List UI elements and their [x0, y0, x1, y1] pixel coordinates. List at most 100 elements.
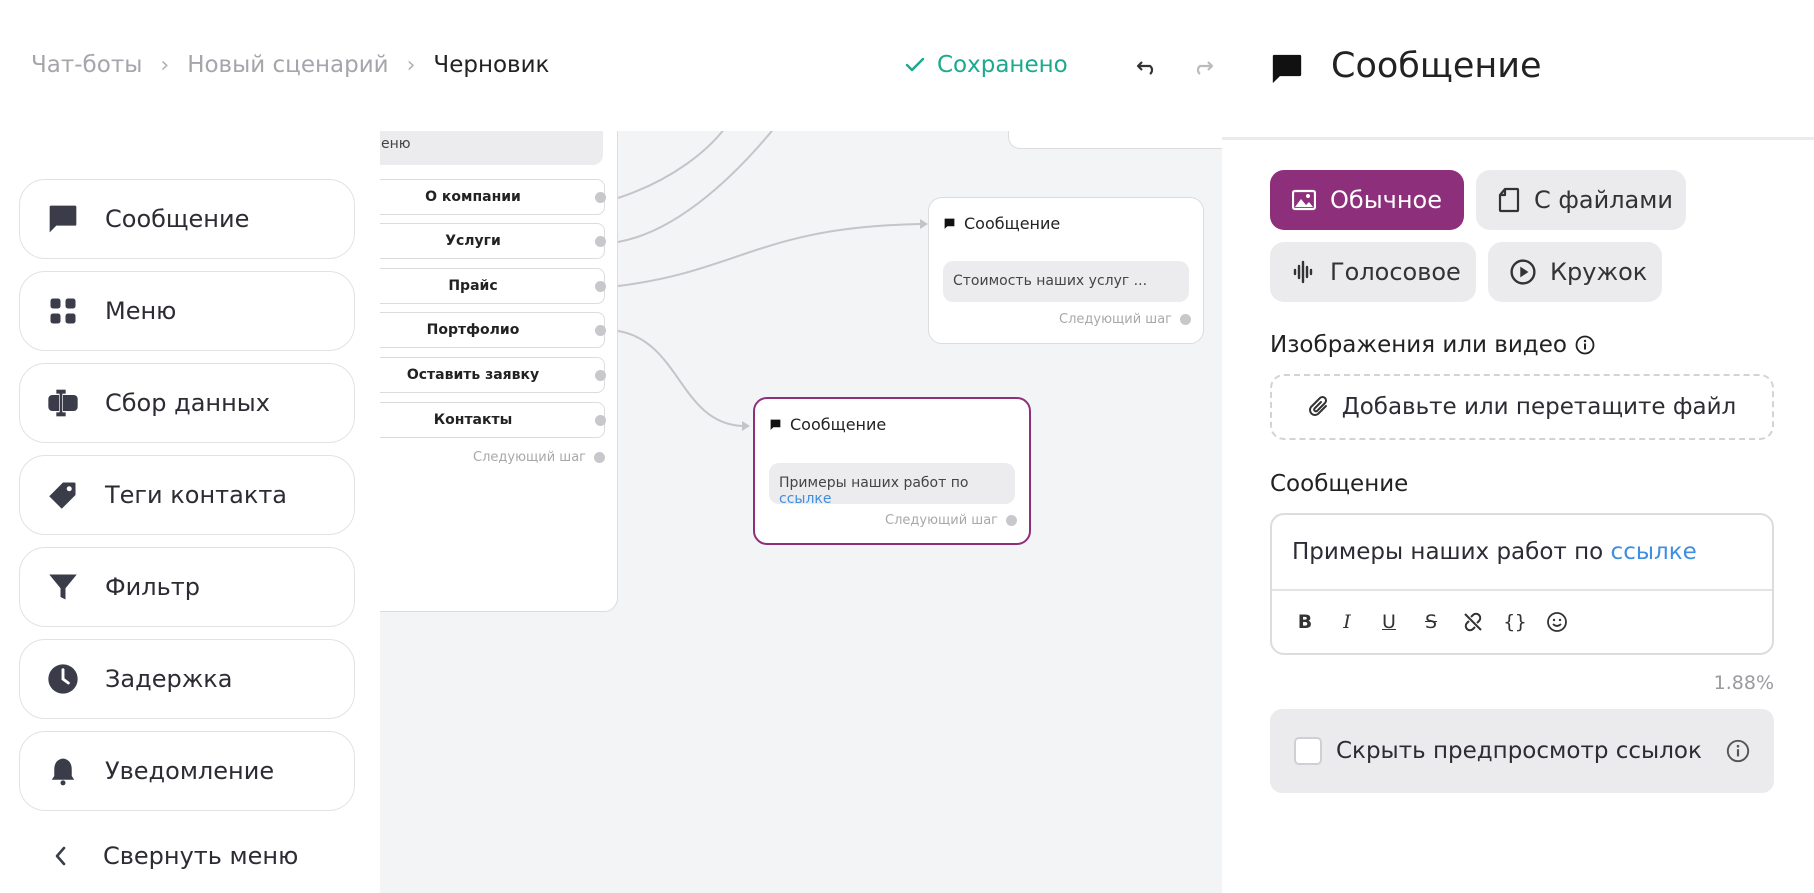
type-regular-button[interactable]: Обычное	[1270, 170, 1464, 230]
message-node-text: Стоимость наших услуг ...	[943, 261, 1189, 302]
message-node-price[interactable]: Сообщение Стоимость наших услуг ... След…	[928, 197, 1204, 344]
connection-port[interactable]	[595, 192, 606, 203]
tool-delay[interactable]: Задержка	[19, 639, 355, 719]
hide-preview-label: Скрыть предпросмотр ссылок	[1336, 738, 1702, 764]
panel-title: Сообщение	[1331, 46, 1542, 86]
breadcrumb-item-scenario[interactable]: Новый сценарий	[187, 52, 389, 78]
chat-bubble-icon	[770, 419, 781, 430]
emoji-icon	[1547, 612, 1567, 632]
tool-contact-tags[interactable]: Теги контакта	[19, 455, 355, 535]
collapse-menu-button[interactable]: Свернуть меню	[19, 831, 355, 881]
chevron-left-icon	[53, 845, 67, 871]
connection-port[interactable]	[594, 452, 605, 463]
message-label-text: Сообщение	[1270, 471, 1409, 497]
message-input-text: Примеры наших работ по	[1292, 539, 1611, 565]
tool-label: Сообщение	[105, 205, 250, 233]
type-files-button[interactable]: С файлами	[1476, 170, 1686, 230]
breadcrumb-item-chatbots[interactable]: Чат-боты	[31, 52, 143, 78]
menu-node[interactable]: еню О компании Услуги Прайс Портфолио Ос…	[380, 131, 618, 612]
tool-notification[interactable]: Уведомление	[19, 731, 355, 811]
bell-icon	[46, 754, 80, 788]
type-voice-label: Голосовое	[1330, 258, 1461, 286]
hide-preview-option[interactable]: Скрыть предпросмотр ссылок	[1270, 709, 1774, 793]
menu-row-services[interactable]: Услуги	[380, 223, 606, 259]
media-field-label: Изображения или видео	[1270, 332, 1595, 358]
flow-canvas[interactable]: еню О компании Услуги Прайс Портфолио Ос…	[380, 131, 1222, 893]
check-icon	[905, 57, 925, 72]
message-node-portfolio[interactable]: Сообщение Примеры наших работ по ссылке …	[753, 397, 1031, 545]
menu-row-contacts[interactable]: Контакты	[380, 402, 606, 438]
menu-node-text-fragment: еню	[381, 136, 411, 152]
filter-icon	[46, 570, 80, 604]
connection-port[interactable]	[595, 281, 606, 292]
saved-status-label: Сохранено	[937, 52, 1068, 78]
message-node-header: Сообщение	[769, 415, 886, 434]
play-circle-icon	[1510, 259, 1536, 285]
menu-row-about[interactable]: О компании	[380, 179, 606, 215]
strikethrough-button[interactable]: S	[1424, 611, 1438, 633]
undo-button[interactable]	[1132, 52, 1162, 82]
message-field-label: Сообщение	[1270, 471, 1408, 497]
waveform-icon	[1293, 260, 1313, 284]
paperclip-icon	[1308, 395, 1327, 416]
message-input[interactable]: Примеры наших работ по ссылке	[1292, 539, 1697, 565]
tool-filter[interactable]: Фильтр	[19, 547, 355, 627]
connection-port[interactable]	[595, 325, 606, 336]
info-icon[interactable]	[1575, 335, 1595, 355]
hide-preview-checkbox[interactable]	[1294, 737, 1322, 765]
file-dropzone[interactable]: Добавьте или перетащите файл	[1270, 374, 1774, 440]
italic-button[interactable]: I	[1343, 611, 1351, 633]
menu-row-label: Контакты	[433, 412, 513, 428]
menu-node-text: еню	[380, 131, 603, 165]
message-node-title: Сообщение	[790, 415, 887, 434]
underline-button[interactable]: U	[1382, 611, 1396, 633]
message-input-link[interactable]: ссылке	[1610, 539, 1697, 565]
redo-icon	[1196, 61, 1214, 75]
properties-panel: Сообщение Обычное С файлами Голосовое Кр…	[1222, 0, 1814, 893]
unlink-icon	[1464, 612, 1482, 632]
tool-menu[interactable]: Меню	[19, 271, 355, 351]
redo-button[interactable]	[1188, 52, 1218, 82]
type-circle-label: Кружок	[1550, 258, 1648, 286]
menu-row-request[interactable]: Оставить заявку	[380, 357, 606, 393]
saved-status: Сохранено	[905, 52, 1068, 78]
info-icon[interactable]	[1726, 739, 1750, 763]
text-cursor-icon	[46, 386, 80, 420]
type-voice-button[interactable]: Голосовое	[1270, 242, 1476, 302]
message-node-text-label: Примеры наших работ по	[779, 475, 969, 491]
unlink-button[interactable]	[1458, 607, 1488, 637]
bold-button[interactable]: B	[1297, 611, 1313, 633]
menu-row-label: Услуги	[445, 233, 501, 249]
next-step: Следующий шаг	[1059, 312, 1191, 327]
tool-label: Уведомление	[105, 757, 275, 785]
type-files-label: С файлами	[1534, 186, 1673, 214]
tool-message[interactable]: Сообщение	[19, 179, 355, 259]
type-circle-button[interactable]: Кружок	[1488, 242, 1662, 302]
tool-data-collection[interactable]: Сбор данных	[19, 363, 355, 443]
block-toolbar: Сообщение Меню Сбор данных Теги контакта…	[0, 131, 380, 893]
flow-node-partial[interactable]	[1008, 131, 1222, 149]
breadcrumb-current: Черновик	[433, 52, 550, 78]
variable-button[interactable]: {}	[1503, 611, 1527, 633]
connection-port[interactable]	[1006, 515, 1017, 526]
next-step-label: Следующий шаг	[1059, 312, 1172, 327]
emoji-button[interactable]	[1542, 607, 1572, 637]
panel-header: Сообщение	[1222, 0, 1814, 140]
connection-port[interactable]	[595, 236, 606, 247]
menu-row-portfolio[interactable]: Портфолио	[380, 312, 606, 348]
message-node-header: Сообщение	[943, 214, 1060, 233]
next-step-label: Следующий шаг	[473, 450, 586, 465]
connection-port[interactable]	[1180, 314, 1191, 325]
media-label-text: Изображения или видео	[1270, 332, 1567, 358]
file-icon	[1498, 187, 1520, 213]
next-step: Следующий шаг	[885, 513, 1017, 528]
flow-connections	[617, 131, 928, 431]
message-editor[interactable]: Примеры наших работ по ссылке B I U S {}	[1270, 513, 1774, 655]
menu-row-price[interactable]: Прайс	[380, 268, 606, 304]
chat-bubble-icon	[944, 218, 955, 229]
clock-icon	[46, 662, 80, 696]
connection-port[interactable]	[595, 415, 606, 426]
message-node-link[interactable]: ссылке	[779, 491, 832, 507]
image-icon	[1292, 189, 1316, 211]
connection-port[interactable]	[595, 370, 606, 381]
